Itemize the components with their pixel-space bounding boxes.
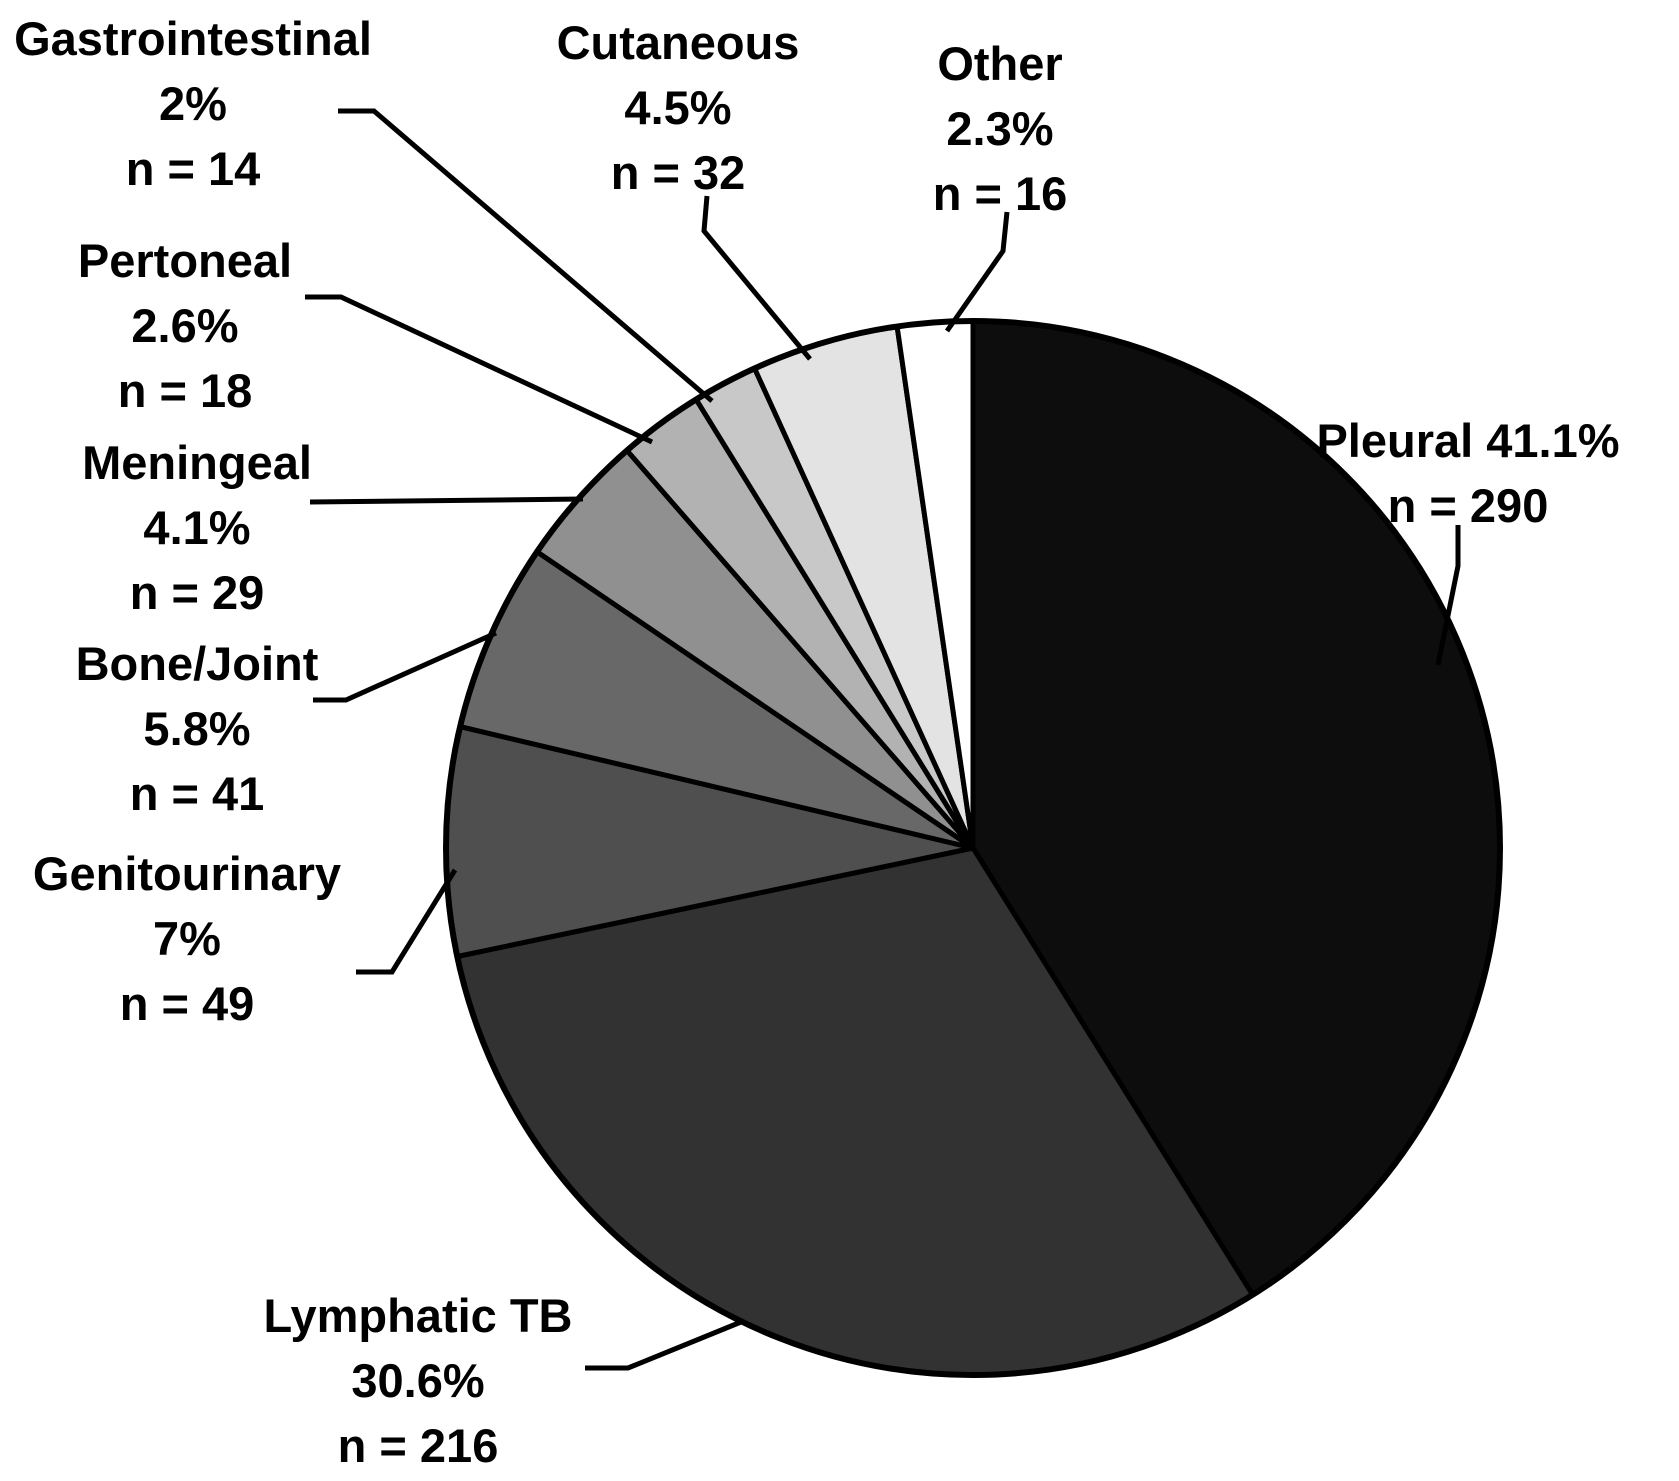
leader-line-other [944, 211, 1010, 333]
label-gastrointestinal-count: n = 14 [125, 142, 261, 195]
label-bone-joint: Bone/Joint 5.8% n = 41 [76, 631, 319, 826]
label-bone-joint-percent: 5.8% [143, 702, 251, 755]
label-gastrointestinal: Gastrointestinal 2% n = 14 [14, 6, 372, 201]
leader-line-gastrointestinal [338, 108, 714, 403]
label-gastrointestinal-percent: 2% [159, 77, 227, 130]
label-pertoneal-percent: 2.6% [131, 299, 239, 352]
label-meningeal: Meningeal 4.1% n = 29 [82, 430, 312, 625]
label-pertoneal: Pertoneal 2.6% n = 18 [78, 228, 292, 423]
leader-line-bone-joint [313, 630, 498, 703]
label-cutaneous-count: n = 32 [610, 146, 746, 199]
leader-line-pertoneal [305, 294, 654, 445]
leader-line-lymphatic-tb [585, 1319, 742, 1371]
label-genitourinary: Genitourinary 7% n = 49 [33, 841, 341, 1036]
label-bone-joint-name: Bone/Joint [75, 637, 319, 690]
label-pleural-line1: Pleural 41.1% [1316, 414, 1620, 467]
label-genitourinary-name: Genitourinary [32, 847, 342, 900]
leader-line-pleural [1435, 525, 1461, 666]
label-gastrointestinal-name: Gastrointestinal [14, 12, 372, 65]
label-other: Other 2.3% n = 16 [933, 31, 1068, 226]
label-lymphatic-tb-name: Lymphatic TB [263, 1289, 573, 1342]
label-lymphatic-tb-percent: 30.6% [351, 1354, 485, 1407]
leader-line-genitourinary [356, 868, 458, 975]
label-other-name: Other [937, 37, 1063, 90]
label-meningeal-percent: 4.1% [143, 501, 251, 554]
label-other-percent: 2.3% [946, 102, 1054, 155]
label-meningeal-name: Meningeal [82, 436, 312, 489]
leader-line-meningeal [309, 496, 584, 505]
label-bone-joint-count: n = 41 [129, 767, 265, 820]
label-cutaneous-name: Cutaneous [556, 16, 800, 69]
label-other-count: n = 16 [932, 167, 1068, 220]
label-genitourinary-percent: 7% [153, 912, 221, 965]
label-genitourinary-count: n = 49 [119, 977, 255, 1030]
label-pertoneal-name: Pertoneal [77, 234, 293, 287]
label-pleural-line2: n = 290 [1387, 479, 1549, 532]
label-lymphatic-tb: Lymphatic TB 30.6% n = 216 [263, 1283, 572, 1478]
label-meningeal-count: n = 29 [129, 566, 265, 619]
label-pertoneal-count: n = 18 [117, 364, 253, 417]
pie-outer-rim [443, 318, 1503, 1378]
label-cutaneous: Cutaneous 4.5% n = 32 [557, 10, 800, 205]
label-cutaneous-percent: 4.5% [624, 81, 732, 134]
label-lymphatic-tb-count: n = 216 [337, 1419, 499, 1472]
label-pleural: Pleural 41.1% n = 290 [1316, 408, 1619, 538]
leader-line-cutaneous [701, 195, 812, 361]
